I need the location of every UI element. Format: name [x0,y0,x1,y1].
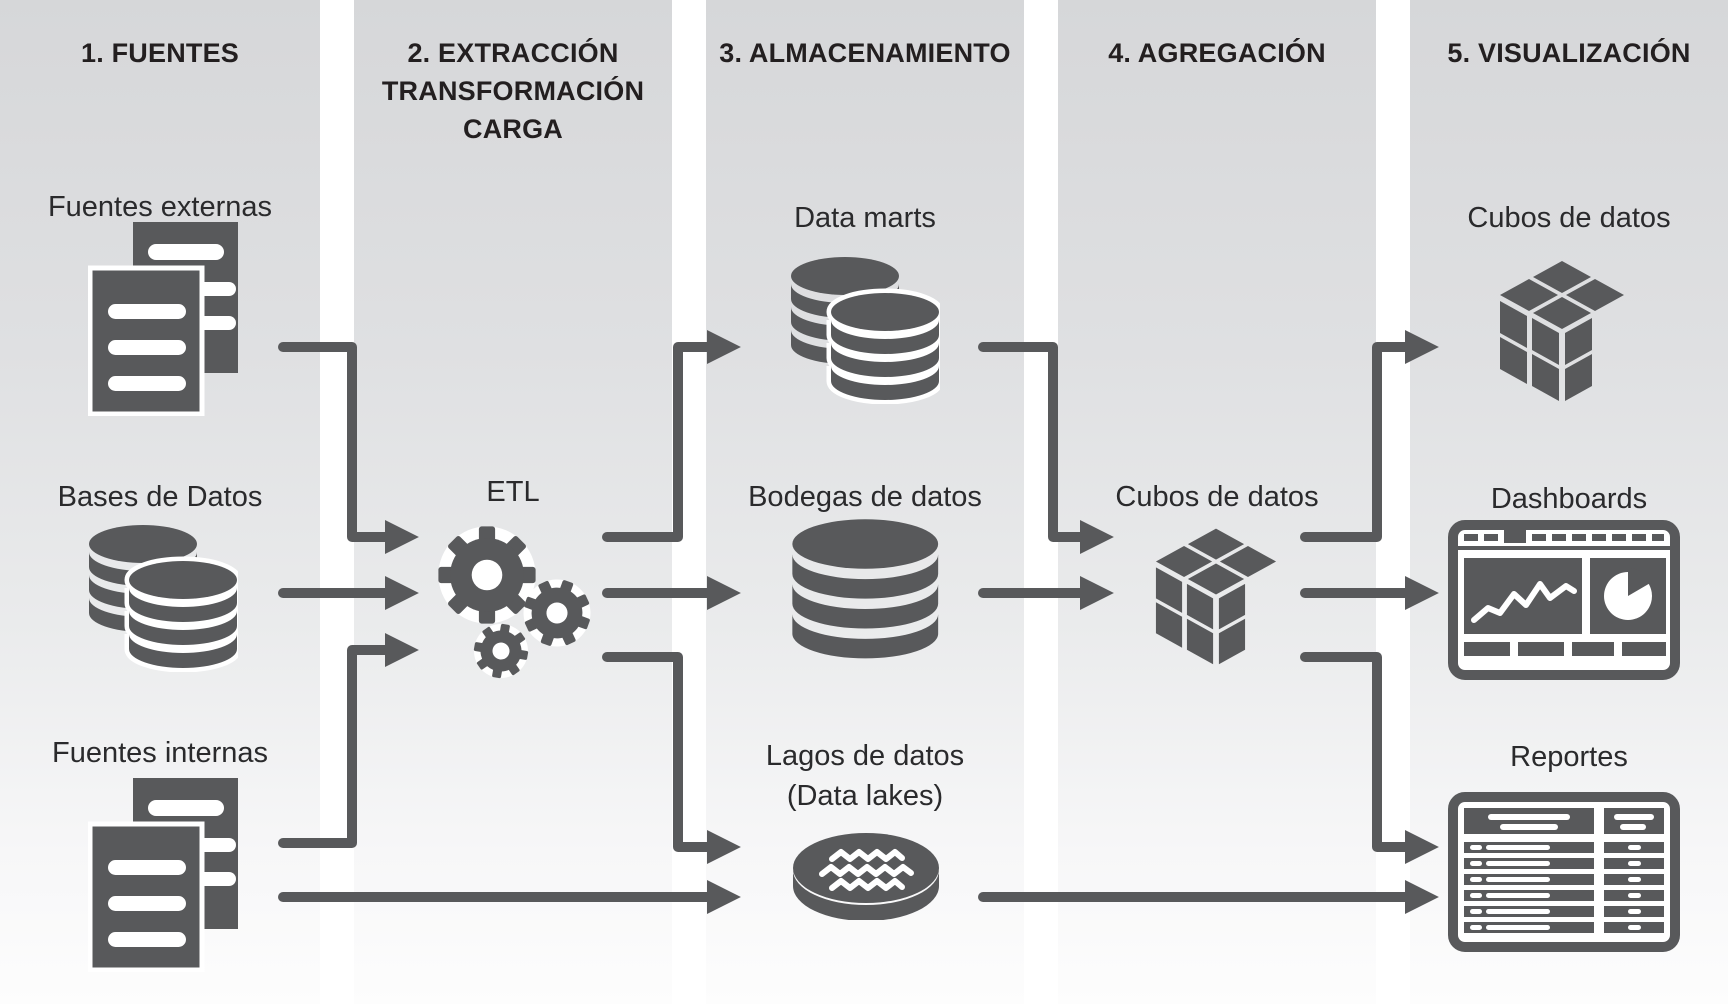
column-header-3: 3. ALMACENAMIENTO [719,38,1011,68]
arrow-cubos-to-cubos-visualizacion [1300,329,1439,542]
label-reportes: Reportes [1510,741,1628,773]
arrow-cubos-to-reportes [1300,652,1439,865]
label-lagos-line2: (Data lakes) [786,780,944,812]
column-etl: 2. EXTRACCIÓN TRANSFORMACIÓN CARGA [354,0,672,1004]
label-data-marts: Data marts [794,202,936,234]
label-fuentes-internas: Fuentes internas [51,737,268,769]
label-dashboards: Dashboards [1490,483,1648,515]
label-etl: ETL [486,476,540,508]
label-fuentes-externas: Fuentes externas [47,191,273,223]
arrow-data-marts-to-cubos [978,342,1114,555]
label-lagos: Lagos de datos (Data lakes) [706,736,1024,816]
label-cubos-visualizacion: Cubos de datos [1467,202,1671,234]
column-header-5: 5. VISUALIZACIÓN [1447,38,1691,68]
arrow-etl-to-lagos [602,652,741,865]
arrow-fuentes-internas-to-etl [278,632,419,848]
column-header-4: 4. AGREGACIÓN [1108,38,1326,68]
label-lagos-line1: Lagos de datos [765,740,965,772]
label-bases-de-datos: Bases de Datos [57,481,263,513]
column-agregacion: 4. AGREGACIÓN [1058,0,1376,1004]
column-header-1: 1. FUENTES [80,38,240,68]
arrow-etl-to-data-marts [602,329,741,542]
arrow-fuentes-externas-to-etl [278,342,419,555]
label-bodegas: Bodegas de datos [748,481,982,513]
column-header-2: 2. EXTRACCIÓN TRANSFORMACIÓN CARGA [381,38,645,144]
label-cubos-agregacion: Cubos de datos [1115,481,1319,513]
